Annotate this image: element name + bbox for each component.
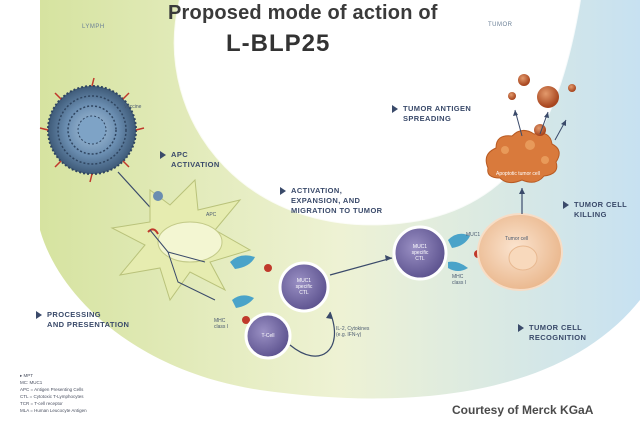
step-activation-line2: EXPANSION, AND: [291, 196, 361, 205]
step-arrow-icon: [563, 201, 569, 209]
legend-item: APC = Antigen Presenting Cells: [20, 387, 84, 392]
crescent-band: [40, 0, 640, 399]
ctl-b-label-line2: specific: [411, 250, 429, 256]
label-apoptotic-tumor-cell: Apoptotic tumor cell: [496, 171, 540, 177]
antigen-droplets: [508, 74, 576, 141]
label-mhc-left-line1: MHC: [214, 318, 226, 324]
step-activation-line1: ACTIVATION,: [291, 186, 343, 195]
apc-dendritic-cell: [110, 178, 252, 302]
label-apc: APC: [206, 212, 217, 218]
title-line-2: L-BLP25: [226, 30, 331, 57]
step-spreading-line1: TUMOR ANTIGEN: [403, 104, 472, 113]
step-activation-line3: MIGRATION TO TUMOR: [291, 206, 383, 215]
label-mhc-left-line2: class I: [214, 324, 229, 330]
ctl-cell-a: [278, 261, 330, 313]
step-killing-line2: KILLING: [574, 210, 607, 219]
apoptotic-tumor-cell: [485, 130, 560, 184]
label-cytokines: IL-2, Cytokines(e.g. IFN-γ): [336, 326, 369, 338]
label-mhc-right-line2: class I: [452, 280, 467, 286]
ctl-a-label-line2: specific: [295, 284, 313, 290]
step-recognition-line2: RECOGNITION: [529, 333, 587, 342]
cytokine-arrow: [289, 311, 336, 357]
step-processing-line2: AND PRESENTATION: [47, 320, 130, 329]
step-arrow-icon: [392, 105, 398, 113]
ctl-b-label-line1: MUC1: [412, 244, 428, 250]
legend-item: CTL = Cytotoxic T-Lymphocytes: [20, 394, 84, 399]
legend-item: ▸ MPT: [20, 373, 34, 378]
vaccine-liposome: [39, 77, 145, 183]
step-arrow-icon: [518, 324, 524, 332]
synapse-left: [230, 255, 272, 324]
ctl-a-label-line3: CTL: [299, 290, 309, 296]
label-mhc-right-line1: MHC: [452, 274, 464, 280]
legend-item: MLA = Human Leucocyte Antigen: [20, 408, 87, 413]
step-arrow-icon: [160, 151, 166, 159]
t-cell: [244, 312, 292, 360]
ctl-cell-b: [392, 225, 448, 281]
label-tumor-cell: Tumor cell: [505, 236, 529, 242]
step-apc-activation-line2: ACTIVATION: [171, 160, 220, 169]
label-cytokines-line2: (e.g. IFN-γ): [336, 332, 362, 338]
courtesy-credit: Courtesy of Merck KGaA: [452, 403, 594, 417]
ctl-a-label-line1: MUC1: [296, 278, 312, 284]
label-vaccine: Vaccine: [124, 104, 142, 110]
legend: ▸ MPT MC: MUC1 APC = Antigen Presenting …: [20, 372, 87, 414]
t-cell-label: T-Cell: [261, 333, 275, 339]
label-muc1: MUC1: [466, 232, 481, 238]
step-recognition-line1: TUMOR CELL: [529, 323, 583, 332]
label-cytokines-line1: IL-2, Cytokines: [336, 326, 370, 332]
step-arrow-icon: [280, 187, 286, 195]
crescent-inner-edge: [173, 0, 581, 226]
zone-label-lymph: LYMPH: [82, 24, 105, 30]
zone-label-tumor: TUMOR: [488, 22, 513, 28]
step-arrow-icon: [36, 311, 42, 319]
tumor-cell: [477, 213, 563, 291]
step-spreading-line2: SPREADING: [403, 114, 452, 123]
step-killing-line1: TUMOR CELL: [574, 200, 628, 209]
ctl-b-label-line3: CTL: [415, 256, 425, 262]
legend-item: TCR = T-cell receptor: [20, 401, 63, 406]
legend-item: MC: MUC1: [20, 380, 43, 385]
step-apc-activation-line1: APC: [171, 150, 189, 159]
title-line-1: Proposed mode of action of: [168, 2, 438, 24]
migration-arrow: [329, 257, 393, 276]
step-processing-line1: PROCESSING: [47, 310, 102, 319]
